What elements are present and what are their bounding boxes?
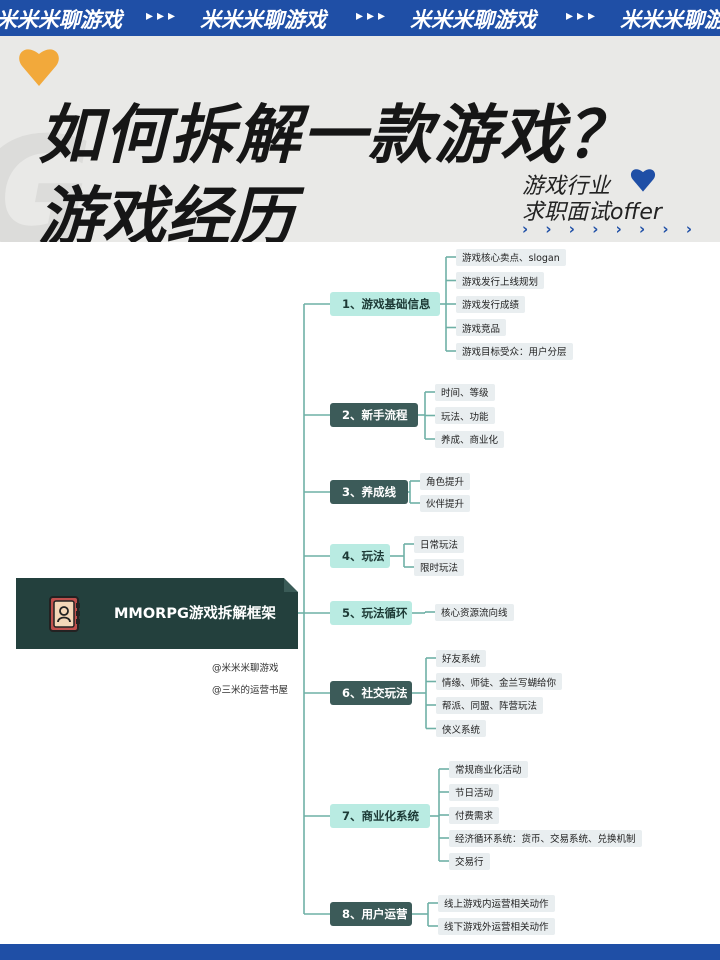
leaf-node: 线上游戏内运营相关动作 [438, 894, 555, 912]
contacts-book-icon [49, 596, 80, 632]
root-label: MMORPG游戏拆解框架 [114, 606, 276, 622]
corner-fold [284, 578, 298, 592]
credit-2: @三米的运营书屋 [212, 685, 289, 696]
tagline-line2: 求职面试offer [522, 200, 662, 225]
leaf-node: 角色提升 [420, 472, 471, 490]
branch-node-gameplay: 4、玩法 [330, 544, 390, 568]
banner-text: 米米米聊游戏 [620, 8, 720, 32]
branch-node-gameplay-loop: 5、玩法循环 [330, 601, 412, 625]
branch-node-onboarding: 2、新手流程 [330, 403, 418, 427]
credit-1: @米米米聊游戏 [212, 663, 279, 674]
leaf-node: 侠义系统 [436, 720, 487, 737]
leaf-node: 玩法、功能 [435, 407, 495, 424]
leaf-node: 游戏发行上线规划 [456, 272, 545, 289]
branch-node-social: 6、社交玩法 [330, 681, 412, 705]
bottom-banner [0, 944, 720, 960]
leaf-node: 日常玩法 [414, 535, 465, 553]
leaf-node: 情缘、师徒、金兰写蝴给你 [436, 673, 563, 690]
leaf-node: 付费需求 [449, 806, 500, 824]
leaf-node: 线下游戏外运营相关动作 [438, 917, 555, 935]
banner-text: 米米米聊游戏 [410, 8, 536, 32]
chevron-row: › › › › › › › › › › [522, 220, 699, 242]
leaf-node: 帮派、同盟、阵营玩法 [436, 696, 544, 714]
leaf-node: 核心资源流向线 [435, 603, 514, 621]
leaf-node: 交易行 [449, 852, 490, 870]
leaf-node: 游戏竞品 [456, 319, 507, 336]
leaf-node: 节日活动 [449, 783, 500, 801]
branch-node-monetization: 7、商业化系统 [330, 804, 430, 828]
leaf-node: 限时玩法 [414, 558, 465, 576]
branch-node-basic-info: 1、游戏基础信息 [330, 292, 440, 316]
page-subtitle: 游戏经历 [38, 181, 294, 242]
top-banner: 米米米聊游戏 ▸▸▸ 米米米聊游戏 ▸▸▸ 米米米聊游戏 ▸▸▸ 米米米聊游戏 [0, 0, 720, 36]
background-decoration: G [0, 106, 93, 242]
heart-icon [19, 49, 59, 86]
branch-node-user-ops: 8、用户运营 [330, 902, 412, 926]
banner-text: 米米米聊游戏 [0, 8, 122, 32]
leaf-node: 游戏目标受众：用户分层 [456, 342, 573, 360]
leaf-node: 游戏核心卖点、slogan [456, 248, 566, 266]
leaf-node: 游戏发行成绩 [456, 295, 526, 313]
leaf-node: 好友系统 [436, 649, 487, 667]
heart-icon [630, 169, 656, 192]
page-title: 如何拆解一款游戏？ [38, 99, 632, 173]
tagline-line1: 游戏行业 [522, 174, 611, 199]
banner-arrows: ▸▸▸ [356, 8, 390, 24]
leaf-node: 经济循环系统：货币、交易系统、兑换机制 [449, 829, 642, 847]
leaf-node: 伙伴提升 [420, 494, 471, 512]
leaf-node: 时间、等级 [435, 383, 495, 401]
header: G 如何拆解一款游戏？ 游戏经历 游戏行业 求职面试offer › › › › … [0, 36, 720, 242]
branch-node-progression: 3、养成线 [330, 480, 408, 504]
root-node: MMORPG游戏拆解框架 [16, 578, 298, 649]
banner-arrows: ▸▸▸ [146, 8, 180, 24]
banner-arrows: ▸▸▸ [566, 8, 600, 24]
leaf-node: 养成、商业化 [435, 430, 505, 448]
banner-text: 米米米聊游戏 [200, 8, 326, 32]
leaf-node: 常规商业化活动 [449, 760, 528, 778]
